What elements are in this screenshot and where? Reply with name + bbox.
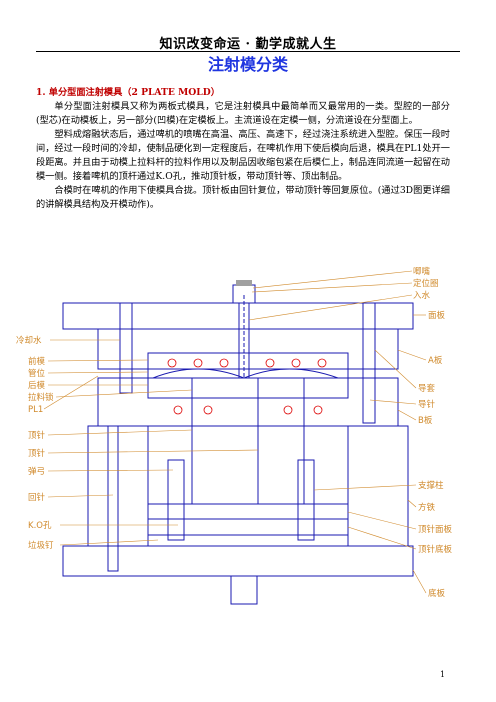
return-pin-center-left xyxy=(167,459,185,541)
label-ko-hole: K.O孔 xyxy=(28,521,52,531)
a-plate xyxy=(97,328,399,370)
label-support-pillar: 支撑柱 xyxy=(418,480,444,491)
label-sprue-bushing: 唧嘴 xyxy=(413,266,431,277)
ejector-top-plate xyxy=(147,503,349,520)
label-ejector-top: 顶针面板 xyxy=(418,524,453,535)
page-number: 1 xyxy=(440,670,446,679)
locating-ring xyxy=(232,284,256,304)
label-spring: 弹弓 xyxy=(28,466,45,477)
page-header: 知识改变命运 · 勤学成就人生 xyxy=(159,37,337,52)
label-guide-bush: 导套 xyxy=(418,383,436,394)
label-guide-pin: 导针 xyxy=(418,399,436,410)
paragraph-1: 单分型面注射模具又称为两板式模具，它是注射模具中最简单而又最常用的一类。型腔的一… xyxy=(36,101,450,126)
mold-diagram: 唧嘴 定位圈 入水 面板 A板 导套 导针 B板 支撑柱 方铁 顶针面板 顶针底… xyxy=(8,260,468,610)
label-position: 管位 xyxy=(28,368,46,379)
paragraph-2: 塑料成熔融状态后，通过啤机的喷嘴在高温、高压、高速下，经过浇注系统进入型腔。保压… xyxy=(36,129,450,182)
return-pin-left xyxy=(107,425,119,572)
label-ejector-bottom: 顶针底板 xyxy=(418,544,453,555)
ejector-bottom-plate xyxy=(147,518,349,536)
label-a-plate: A板 xyxy=(428,355,443,366)
ko-hole xyxy=(230,575,258,605)
label-bottom-plate: 底板 xyxy=(428,588,446,599)
label-cooling-water: 冷却水 xyxy=(16,335,42,346)
label-core: 后模 xyxy=(28,380,46,391)
mold-drawing: 唧嘴 定位圈 入水 面板 A板 导套 导针 B板 支撑柱 方铁 顶针面板 顶针底… xyxy=(16,266,453,605)
label-ejector-pin-1: 顶针 xyxy=(28,430,46,441)
label-stop-pin: 垃圾钉 xyxy=(28,540,54,551)
label-cavity: 前模 xyxy=(28,356,46,367)
label-pl1: PL1 xyxy=(28,405,43,415)
return-pin-center-right xyxy=(297,459,315,541)
label-ejector-pin-2: 顶针 xyxy=(28,448,46,459)
paragraph-3: 合模时在啤机的作用下使模具合拢。顶针板由回针复位，带动顶针等回复原位。(通过3D… xyxy=(36,185,450,210)
header-divider xyxy=(36,51,460,52)
section-heading: 1. 单分型面注射模具（2 PLATE MOLD） xyxy=(36,87,220,98)
label-locating-ring: 定位圈 xyxy=(413,278,439,289)
label-sprue: 入水 xyxy=(413,290,431,301)
b-plate xyxy=(97,377,399,427)
page-title: 注射模分类 xyxy=(207,55,288,74)
label-spacer-block: 方铁 xyxy=(418,502,436,513)
label-sprue-puller: 拉料锁 xyxy=(28,392,54,403)
label-top-plate: 面板 xyxy=(428,310,446,321)
label-b-plate: B板 xyxy=(418,415,433,426)
top-plate xyxy=(62,302,414,330)
product-outline xyxy=(152,368,339,379)
core-insert xyxy=(147,352,349,399)
body-text: 1. 单分型面注射模具（2 PLATE MOLD） 单分型面注射模具又称为两板式… xyxy=(36,86,450,212)
label-return-pin: 回针 xyxy=(28,492,46,503)
guide-pin-right xyxy=(362,302,376,424)
guide-pin-left xyxy=(119,302,133,394)
